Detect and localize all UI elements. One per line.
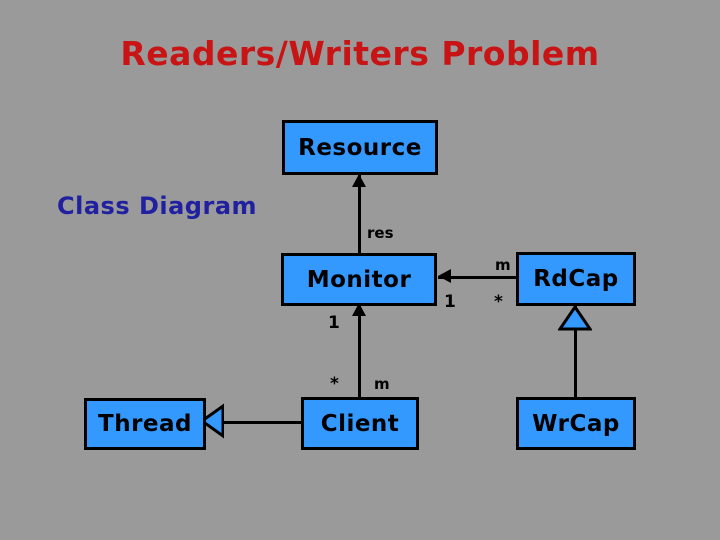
class-label-thread: Thread bbox=[98, 411, 192, 437]
class-box-client[interactable]: Client bbox=[301, 397, 419, 450]
multiplicity-monitor-bottom: 1 bbox=[328, 313, 340, 333]
generalization-triangle-up-icon bbox=[558, 305, 592, 331]
role-label-res: res bbox=[367, 224, 394, 242]
class-label-monitor: Monitor bbox=[306, 266, 412, 293]
role-label-client-top-m: m bbox=[374, 375, 390, 393]
diagram-subtitle: Class Diagram bbox=[57, 192, 258, 220]
class-box-wrcap[interactable]: WrCap bbox=[516, 397, 636, 450]
connector-rdcap-to-monitor bbox=[438, 276, 518, 279]
class-label-resource: Resource bbox=[298, 134, 422, 161]
class-box-thread[interactable]: Thread bbox=[84, 398, 206, 450]
class-label-wrcap: WrCap bbox=[532, 410, 620, 437]
connector-monitor-to-resource bbox=[358, 174, 361, 254]
page-title: Readers/Writers Problem bbox=[120, 34, 600, 73]
multiplicity-rdcap-star: * bbox=[494, 292, 503, 312]
multiplicity-client-top-star: * bbox=[330, 374, 339, 394]
class-box-rdcap[interactable]: RdCap bbox=[516, 252, 636, 306]
connector-client-to-thread bbox=[206, 421, 302, 424]
arrowhead-left-monitor bbox=[438, 269, 451, 283]
arrowhead-up-resource bbox=[352, 174, 366, 187]
generalization-triangle-left-icon bbox=[200, 403, 224, 439]
multiplicity-monitor-right: 1 bbox=[444, 292, 456, 312]
class-box-monitor[interactable]: Monitor bbox=[281, 253, 437, 306]
class-label-client: Client bbox=[320, 410, 400, 437]
role-label-rdcap-m: m bbox=[495, 256, 511, 274]
arrowhead-up-monitor bbox=[352, 303, 366, 316]
connector-wrcap-to-rdcap bbox=[574, 305, 577, 398]
class-label-rdcap: RdCap bbox=[533, 266, 619, 292]
connector-client-to-monitor bbox=[358, 305, 361, 398]
class-box-resource[interactable]: Resource bbox=[282, 120, 438, 175]
